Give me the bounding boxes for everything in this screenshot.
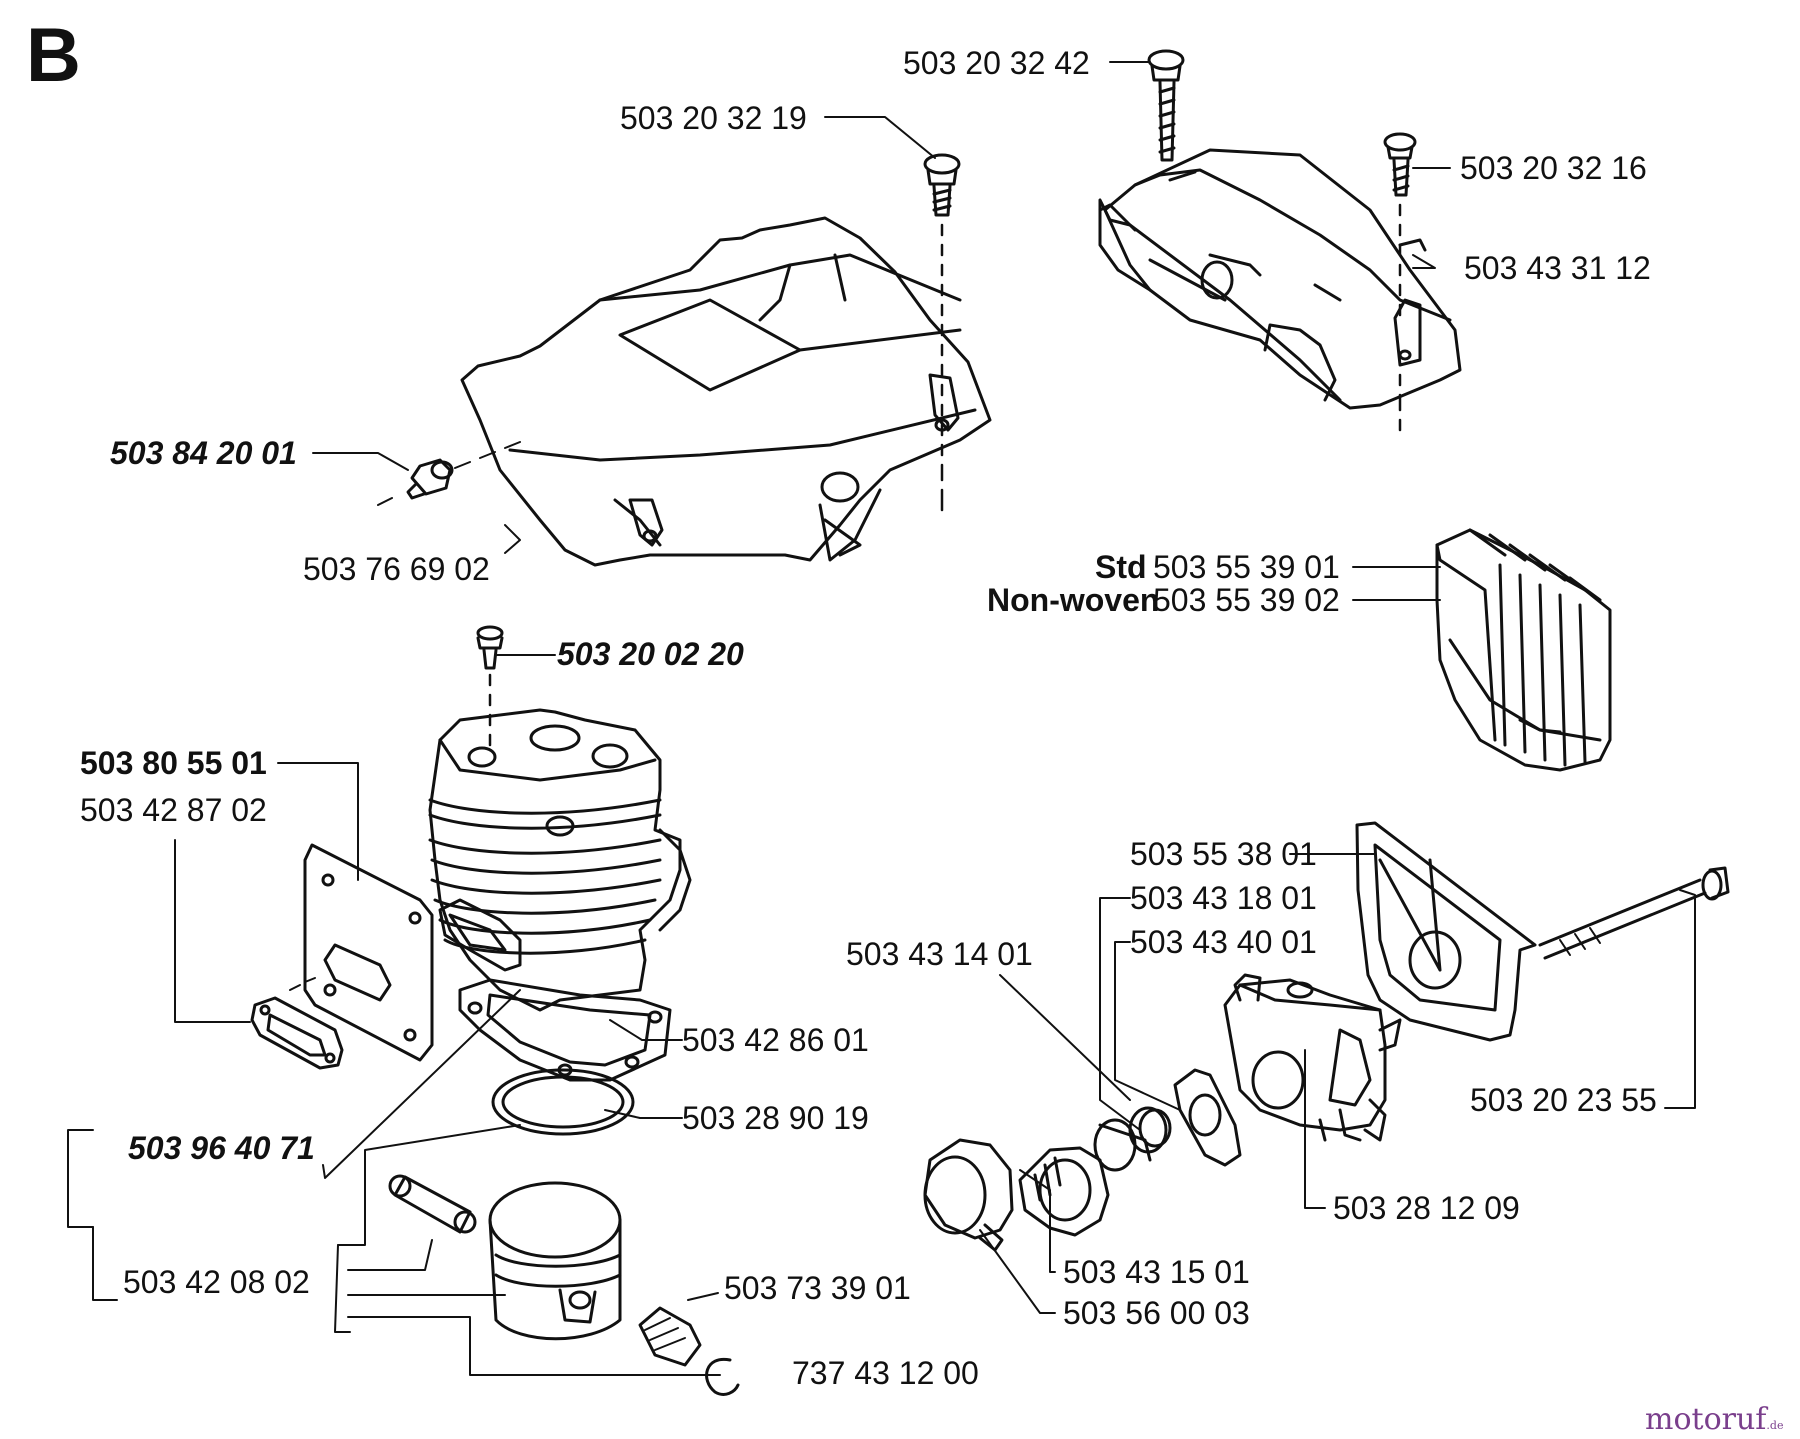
part-label-503433112: 503 43 31 12 [1464, 250, 1651, 286]
air-box-cover-drawing [1098, 49, 1462, 432]
cylinder-drawing [250, 625, 740, 1396]
air-filter-drawing [1435, 528, 1612, 772]
plug-503842001-drawing [377, 441, 521, 506]
nonwoven-prefix-label: Non-woven [987, 582, 1160, 618]
part-label-503733901: 503 73 39 01 [724, 1270, 911, 1306]
part-label-503560003: 503 56 00 03 [1063, 1295, 1250, 1331]
part-label-503431401: 503 43 14 01 [846, 936, 1033, 972]
part-label-503553902: 503 55 39 02 [1153, 582, 1340, 618]
std-prefix-label: Std [1095, 549, 1147, 585]
watermark-logo: motoruf.de [1645, 1402, 1784, 1437]
part-label-503420802: 503 42 08 02 [123, 1264, 310, 1300]
part-label-503434001: 503 43 40 01 [1130, 924, 1317, 960]
part-label-503203216: 503 20 32 16 [1460, 150, 1647, 186]
part-label-737431200: 737 43 12 00 [792, 1355, 979, 1391]
part-label-503553901: 503 55 39 01 [1153, 549, 1340, 585]
section-letter: B [26, 13, 81, 98]
part-label-503766902: 503 76 69 02 [303, 551, 490, 587]
part-label-503203219: 503 20 32 19 [620, 100, 807, 136]
part-label-503203242: 503 20 32 42 [903, 45, 1090, 81]
part-label-503202355: 503 20 23 55 [1470, 1082, 1657, 1118]
screw-503203219-drawing [923, 153, 961, 512]
part-label-503964071: 503 96 40 71 [128, 1130, 315, 1166]
part-label-503200220: 503 20 02 20 [557, 636, 744, 672]
carburetor-drawing [923, 821, 1730, 1252]
leader-lines [67, 61, 1696, 1376]
part-label-503553801: 503 55 38 01 [1130, 836, 1317, 872]
part-label-503431501: 503 43 15 01 [1063, 1254, 1250, 1290]
part-label-503281209: 503 28 12 09 [1333, 1190, 1520, 1226]
cylinder-cover-drawing [460, 216, 992, 567]
part-label-503428601: 503 42 86 01 [682, 1022, 869, 1058]
part-label-503289019: 503 28 90 19 [682, 1100, 869, 1136]
part-label-503428702: 503 42 87 02 [80, 792, 267, 828]
part-label-503431801: 503 43 18 01 [1130, 880, 1317, 916]
part-label-503805501: 503 80 55 01 [80, 745, 267, 781]
part-label-503842001: 503 84 20 01 [110, 435, 297, 471]
